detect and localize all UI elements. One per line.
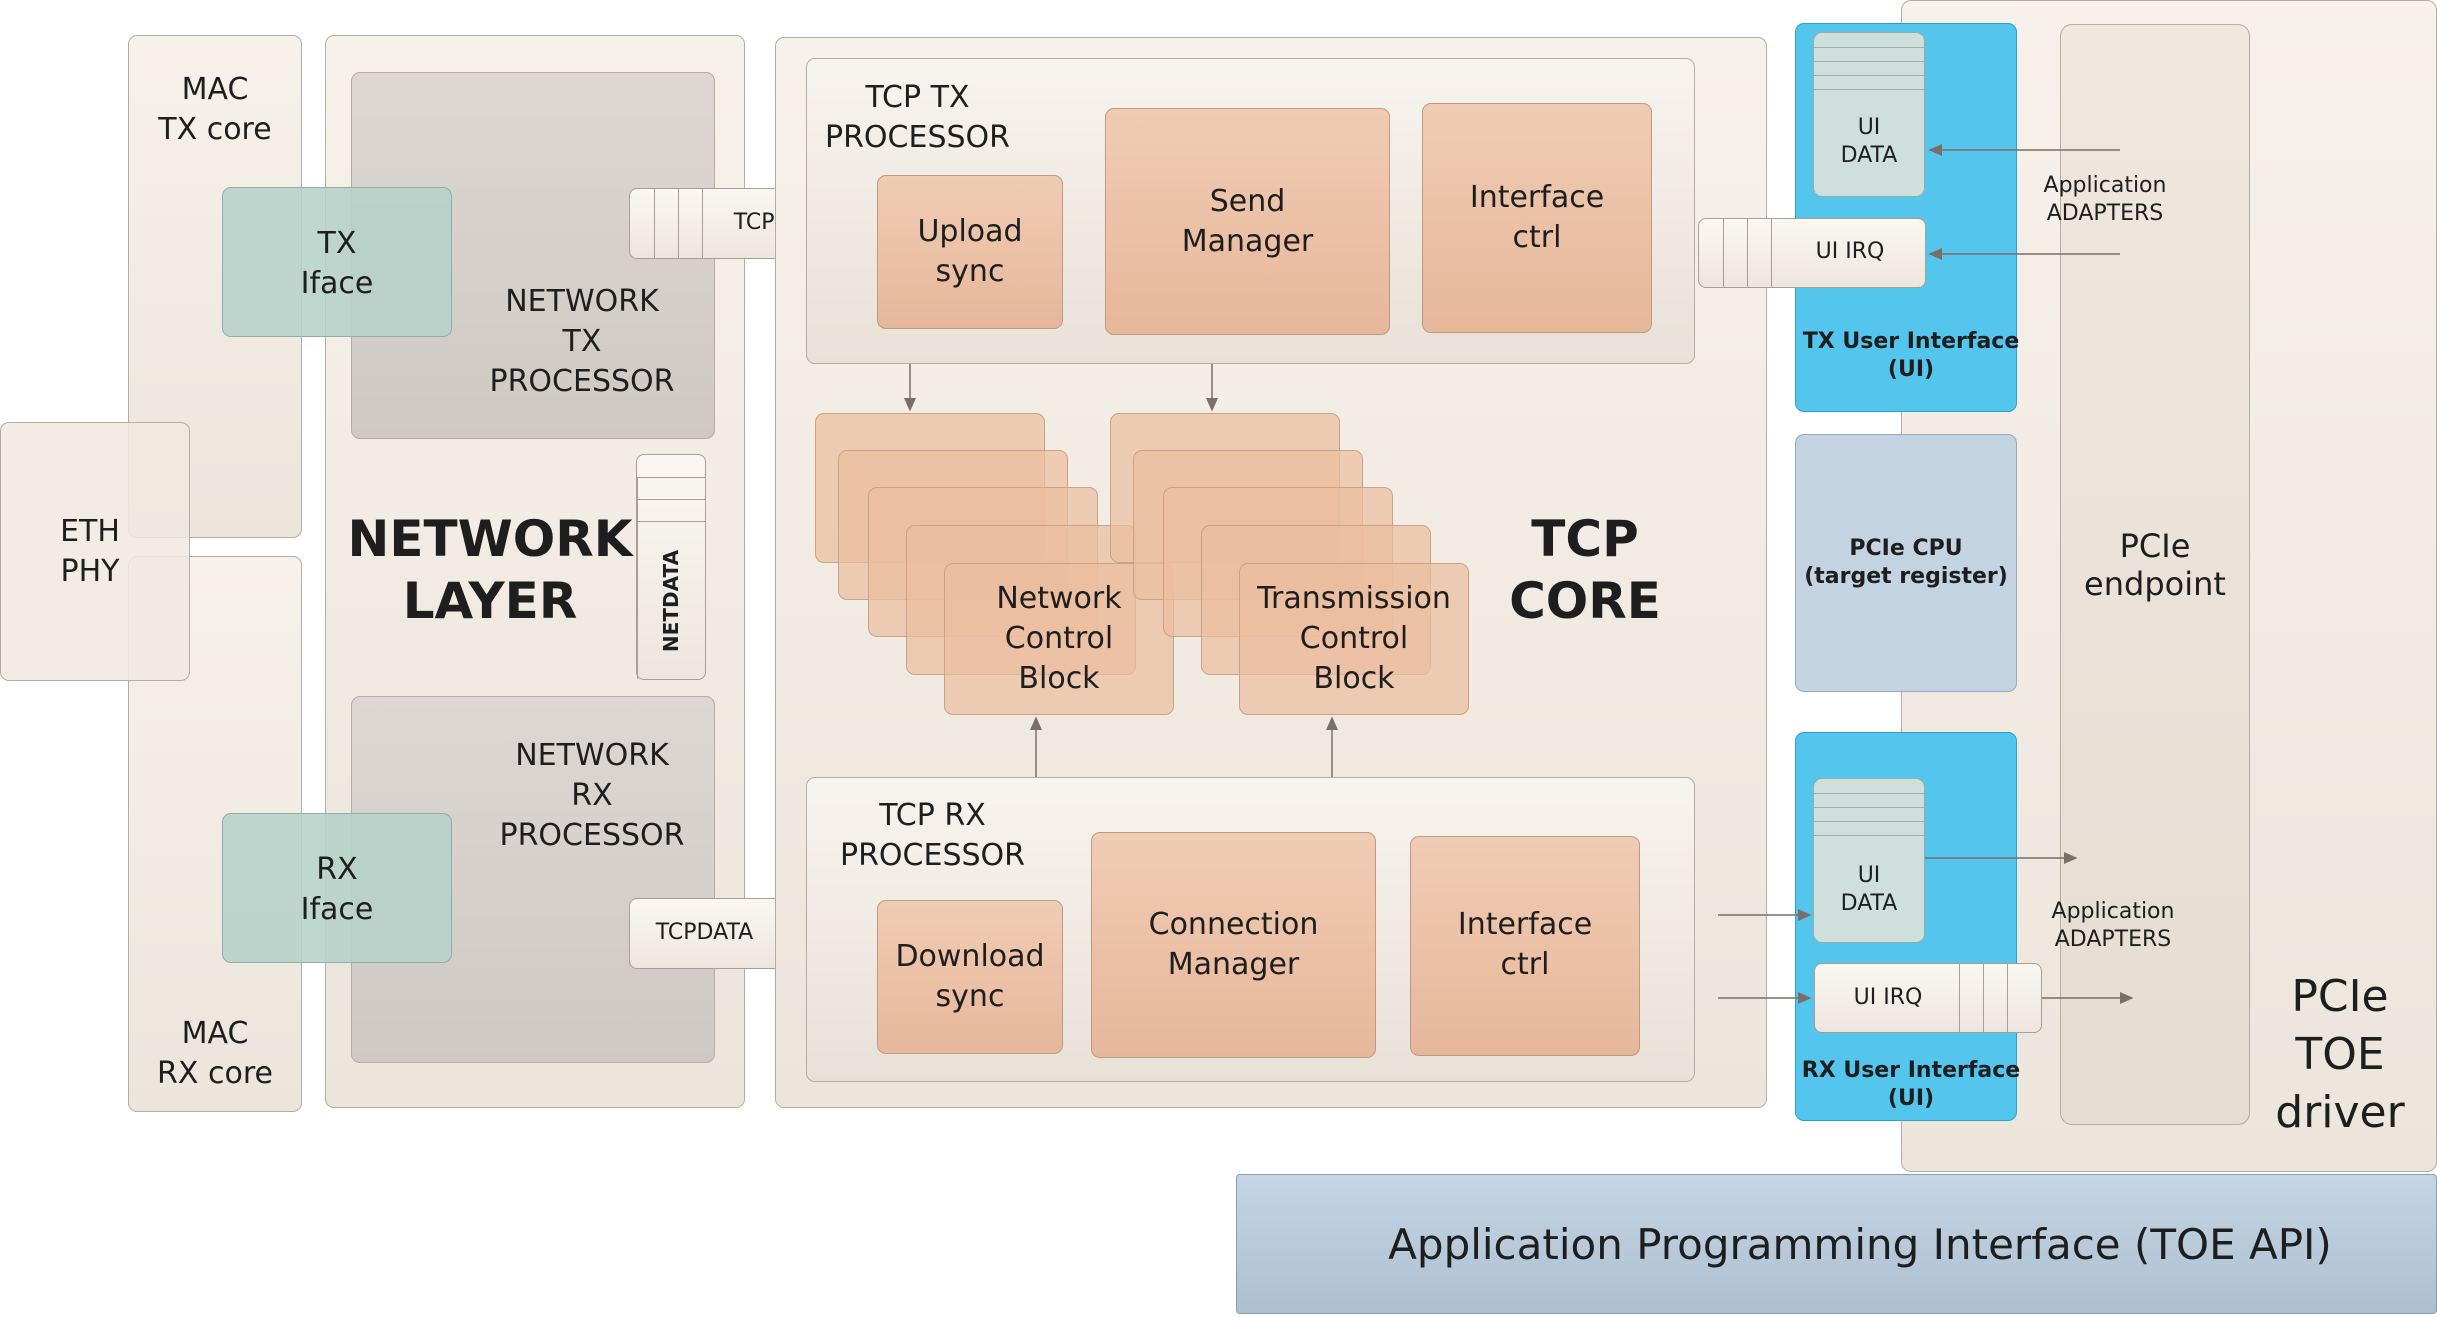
connection-manager-block [1091,832,1376,1058]
rx-iface-block [222,813,452,963]
rx-ui-data-fifo [1813,778,1925,943]
pcie-cpu-label: PCIe CPU (target register) [1804,536,2008,589]
rx-interface-ctrl-block [1410,836,1640,1056]
tx-user-interface-label: TX User Interface (UI) [1802,329,2020,382]
tx-interface-ctrl-block [1422,103,1652,333]
rx-ui-irq-fifo [1814,963,2042,1033]
tx-ui-data-fifo [1813,32,1925,197]
network-tx-processor-label: NETWORK TX PROCESSOR [489,284,675,399]
connection-manager-label: Connection Manager [1148,907,1319,982]
tx-ui-irq-fifo [1698,218,1926,288]
app-adapters-bottom-label: Application ADAPTERS [2051,899,2175,952]
netdata-label: NETDATA [659,549,683,653]
rx-interface-ctrl-label: Interface ctrl [1457,907,1593,982]
transmission-control-block [1239,563,1469,715]
pcie-toe-driver-label: PCIe TOE driver [2275,971,2405,1138]
tx-ui-data-label: UI DATA [1840,115,1898,168]
pcie-endpoint-panel [2060,24,2250,1125]
tx-interface-ctrl-label: Interface ctrl [1469,180,1605,255]
tcp-rx-processor-label: TCP RX PROCESSOR [840,798,1025,873]
upload-sync-block [877,175,1063,329]
eth-phy-label: ETH PHY [60,514,120,589]
eth-phy-block [0,422,190,681]
tcp-tx-processor-label: TCP TX PROCESSOR [825,80,1010,155]
network-rx-processor-label: NETWORK RX PROCESSOR [499,738,685,853]
tx-iface-block [222,187,452,337]
tx-ui-irq-label: UI IRQ [1815,239,1885,264]
download-sync-block [877,900,1063,1054]
mac-rx-core-label: MAC RX core [157,1016,273,1091]
rx-iface-label: RX Iface [300,852,374,927]
app-adapters-top-label: Application ADAPTERS [2043,173,2167,226]
netdata-fifo [636,454,706,680]
transmission-control-block-label: Transmission Control Block [1257,581,1451,696]
download-sync-label: Download sync [895,939,1045,1014]
toe-api-bar [1236,1174,2437,1314]
pcie-endpoint-label: PCIe endpoint [2084,527,2226,603]
rx-ui-data-label: UI DATA [1840,863,1898,916]
send-manager-label: Send Manager [1181,184,1314,259]
rx-ui-irq-label: UI IRQ [1853,985,1923,1010]
mac-tx-core-label: MAC TX core [158,72,272,147]
toe-api-label: Application Programming Interface (TOE A… [1388,1220,2332,1269]
network-layer-label: NETWORK LAYER [347,510,633,630]
network-control-block-label: Network Control Block [996,581,1122,696]
rx-user-interface-label: RX User Interface (UI) [1801,1058,2021,1111]
pcie-cpu-block [1795,434,2017,692]
tcpdata-rx-label: TCPDATA [655,920,754,945]
send-manager-block [1105,108,1390,335]
tx-iface-label: TX Iface [300,226,374,301]
upload-sync-label: Upload sync [917,214,1023,289]
tcp-core-label: TCP CORE [1509,510,1661,630]
